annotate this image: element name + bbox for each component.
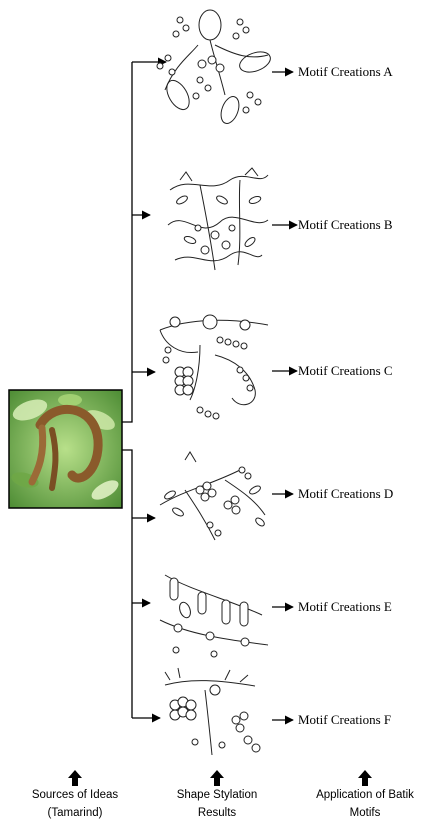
motif-label-e: Motif Creations E — [298, 599, 392, 615]
tamarind-photo — [9, 390, 122, 508]
connector-lines — [122, 62, 297, 720]
caption-source-line2: (Tamarind) — [15, 804, 135, 822]
caption-stylation-line2: Results — [157, 804, 277, 822]
up-arrow-stylation — [210, 770, 224, 786]
motif-label-b: Motif Creations B — [298, 217, 393, 233]
caption-source: Sources of Ideas (Tamarind) — [15, 786, 135, 822]
motif-label-a: Motif Creations A — [298, 64, 393, 80]
connector-lower-bus — [122, 450, 132, 718]
up-arrows — [68, 770, 372, 786]
caption-source-line1: Sources of Ideas — [15, 786, 135, 804]
caption-application: Application of Batik Motifs — [305, 786, 425, 822]
connector-upper-bus — [122, 62, 132, 422]
motif-d-sketch — [160, 452, 266, 540]
motif-a-sketch — [157, 10, 273, 126]
motif-label-c: Motif Creations C — [298, 363, 393, 379]
up-arrow-application — [358, 770, 372, 786]
motif-label-d: Motif Creations D — [298, 486, 393, 502]
caption-stylation-line1: Shape Stylation — [157, 786, 277, 804]
caption-application-line2: Motifs — [305, 804, 425, 822]
motif-c-sketch — [160, 315, 268, 419]
up-arrow-source — [68, 770, 82, 786]
caption-stylation: Shape Stylation Results — [157, 786, 277, 822]
motif-e-sketch — [160, 575, 268, 657]
caption-application-line1: Application of Batik — [305, 786, 425, 804]
motif-label-f: Motif Creations F — [298, 712, 391, 728]
motif-b-sketch — [168, 168, 268, 270]
motif-f-sketch — [165, 668, 260, 755]
